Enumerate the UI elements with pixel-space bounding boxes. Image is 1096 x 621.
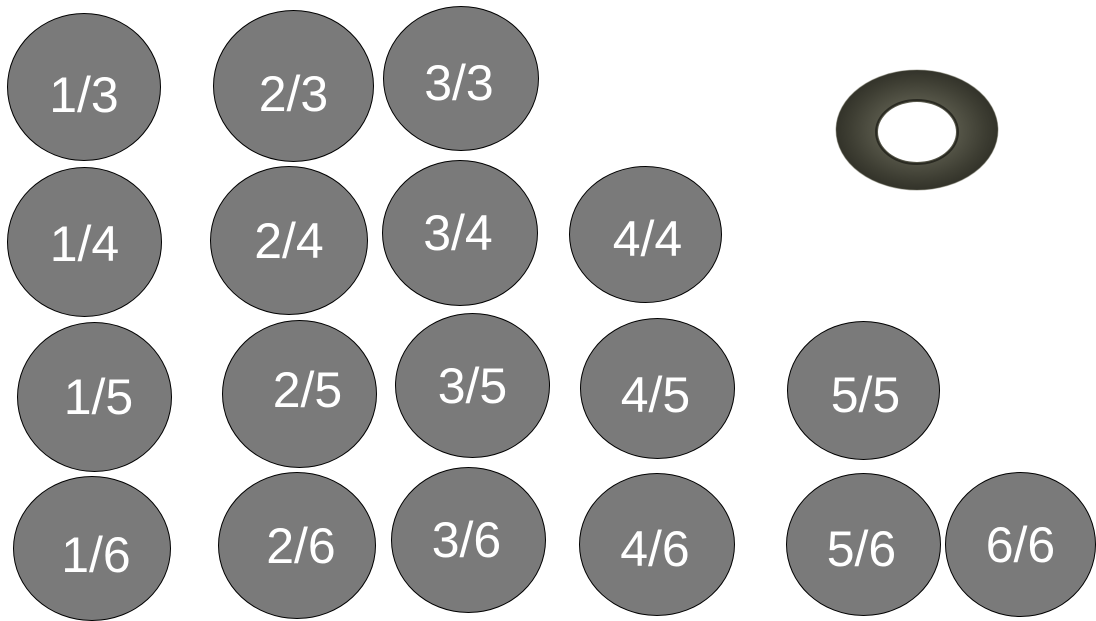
fraction-disc-4-4: 4/4 [569,166,722,303]
washer-icon [832,68,1002,196]
fraction-disc-6-6: 6/6 [945,472,1096,617]
fraction-disc-4-5: 4/5 [580,318,735,459]
fraction-disc-2-4: 2/4 [210,166,368,315]
fraction-disc-4-6: 4/6 [579,473,735,616]
fraction-disc-2-6: 2/6 [218,472,376,619]
fraction-disc-3-4: 3/4 [382,160,538,306]
fraction-disc-1-3: 1/3 [7,13,161,161]
fraction-disc-2-5: 2/5 [222,320,377,468]
fraction-disc-3-5: 3/5 [395,313,550,458]
fraction-disc-3-6: 3/6 [391,467,546,613]
fraction-disc-3-3: 3/3 [383,6,539,151]
fraction-disc-5-6: 5/6 [786,473,941,616]
fraction-disc-1-5: 1/5 [17,322,172,472]
fraction-disc-1-6: 1/6 [13,476,171,621]
fraction-disc-2-3: 2/3 [213,10,374,162]
fraction-disc-5-5: 5/5 [787,321,940,460]
fraction-disc-1-4: 1/4 [7,167,162,317]
